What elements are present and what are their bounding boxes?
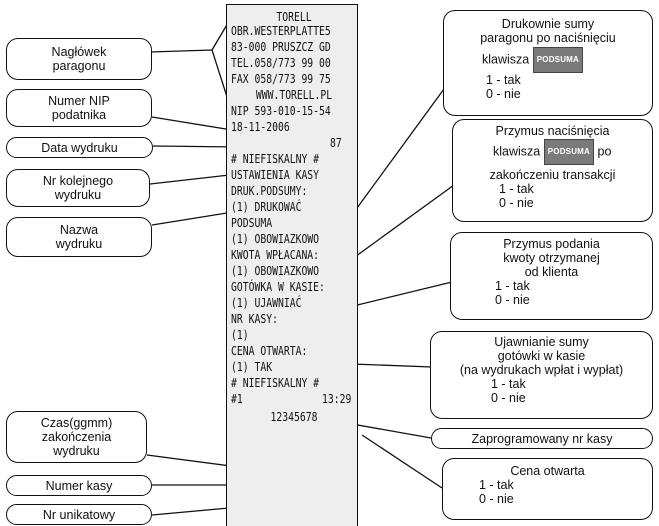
callout-text: Nr unikatowy xyxy=(42,507,116,522)
podsuma-key-icon: PODSUMA xyxy=(532,47,584,73)
callout-text: Przymus podania xyxy=(503,237,600,251)
connector-amount xyxy=(344,281,453,309)
receipt-line: # NIEFISKALNY # xyxy=(231,151,320,166)
callout-option: 1 - tak xyxy=(491,377,526,391)
callout-print-sum: Drukownie sumy paragonu po naciśnięciu k… xyxy=(443,10,653,116)
callout-option: 1 - tak xyxy=(486,73,521,87)
callout-text: Nagłówek xyxy=(51,45,107,59)
callout-text: klawisza xyxy=(493,144,541,159)
callout-text: Numer NIP xyxy=(48,94,110,108)
callout-option: 0 - nie xyxy=(499,196,534,210)
receipt-line: NR KASY: xyxy=(231,311,278,326)
connector-date xyxy=(152,145,241,148)
callout-text: od klienta xyxy=(524,265,579,279)
receipt-line: 87 xyxy=(330,135,342,150)
connector-nip xyxy=(151,116,233,131)
receipt-line: (1) OBOWIAZKOWO xyxy=(231,231,320,246)
callout-amount-received: Przymus podania kwoty otrzymanej od klie… xyxy=(450,232,653,320)
callout-text: wydruku xyxy=(54,188,102,202)
callout-header: Nagłówek paragonu xyxy=(6,38,152,80)
receipt-line: (1) TAK xyxy=(231,359,273,374)
callout-text: Przymus naciśnięcia xyxy=(495,124,610,138)
callout-text: Czas(ggmm) xyxy=(40,416,113,430)
callout-end-time: Czas(ggmm) zakończenia wydruku xyxy=(6,411,147,463)
callout-register-number: Numer kasy xyxy=(6,475,152,496)
receipt-line: 18-11-2006 xyxy=(231,119,290,134)
receipt-line: CENA OTWARTA: xyxy=(231,343,308,358)
callout-print-name: Nazwa wydruku xyxy=(6,217,152,257)
callout-force-sum: Przymus naciśnięcia klawisza PODSUMA po … xyxy=(452,119,653,222)
callout-text: zakończeniu transakcji xyxy=(489,168,616,182)
callout-option: 0 - nie xyxy=(495,293,530,307)
callout-text: wydruku xyxy=(53,444,100,458)
callout-text: Zaprogramowany nr kasy xyxy=(471,431,613,446)
callout-text: paragonu po naciśnięciu xyxy=(480,31,616,45)
receipt-paper xyxy=(226,4,358,526)
callout-text: zakończenia xyxy=(41,430,112,444)
receipt-line: 83-000 PRUSZCZ GD xyxy=(231,39,331,54)
callout-text: Ujawnianie sumy xyxy=(494,335,589,349)
receipt-line: KWOTA WPŁACANA: xyxy=(231,247,320,262)
callout-option: 1 - tak xyxy=(499,182,534,196)
receipt-line: 13:29 xyxy=(322,391,352,406)
receipt-line: (1) UJAWNIAĆ xyxy=(231,295,302,310)
callout-option: 0 - nie xyxy=(479,492,514,506)
callout-text: Cena otwarta xyxy=(510,464,585,478)
receipt-line: NIP 593-010-15-54 xyxy=(231,103,331,118)
receipt-line: GOTÓWKA W KASIE: xyxy=(231,279,325,294)
callout-text: paragonu xyxy=(52,59,106,73)
header-connector xyxy=(149,49,213,53)
callout-option: 1 - tak xyxy=(479,478,514,492)
receipt-line: FAX 058/773 99 75 xyxy=(231,71,331,86)
callout-text: Drukownie sumy xyxy=(501,17,595,31)
callout-nip: Numer NIP podatnika xyxy=(6,89,152,127)
callout-unique-number: Nr unikatowy xyxy=(6,504,152,525)
receipt-line: DRUK.PODSUMY: xyxy=(231,183,308,198)
callout-text: po xyxy=(597,144,612,159)
callout-text: Nazwa xyxy=(59,223,99,237)
receipt-line: WWW.TORELL.PL xyxy=(255,87,333,102)
callout-option: 1 - tak xyxy=(495,279,530,293)
connector-open-price xyxy=(361,434,443,489)
receipt-line: TEL.058/773 99 00 xyxy=(231,55,331,70)
callout-sequence: Nr kolejnego wydruku xyxy=(6,169,150,207)
callout-text: podatnika xyxy=(51,108,107,122)
callout-text: wydruku xyxy=(55,237,103,251)
callout-open-price: Cena otwarta 1 - tak 0 - nie xyxy=(442,458,653,520)
receipt-line: # NIEFISKALNY # xyxy=(231,375,320,390)
podsuma-key-icon: PODSUMA xyxy=(543,139,595,165)
callout-programmed-register-no: Zaprogramowany nr kasy xyxy=(431,428,653,449)
callout-date: Data wydruku xyxy=(6,137,153,158)
callout-text: (na wydrukach wpłat i wypłat) xyxy=(459,363,624,377)
receipt-line: 12345678 xyxy=(270,409,318,424)
receipt-line: (1) xyxy=(231,327,249,342)
callout-cash-in-register: Ujawnianie sumy gotówki w kasie (na wydr… xyxy=(430,331,653,419)
callout-text: Data wydruku xyxy=(41,140,118,155)
receipt-line: (1) OBOWIAZKOWO xyxy=(231,263,320,278)
callout-text: klawisza xyxy=(482,52,530,67)
receipt-line: #1 xyxy=(231,391,243,406)
callout-text: Nr kolejnego xyxy=(42,174,114,188)
callout-option: 0 - nie xyxy=(491,391,526,405)
callout-text: gotówki w kasie xyxy=(497,349,586,363)
callout-text: kwoty otrzymanej xyxy=(503,251,600,265)
receipt-line: PODSUMA xyxy=(231,215,273,230)
receipt-line: USTAWIENIA KASY xyxy=(231,167,320,182)
callout-option: 0 - nie xyxy=(486,87,521,101)
receipt-line: TORELL xyxy=(276,9,312,24)
receipt-line: OBR.WESTERPLATTE5 xyxy=(231,23,331,38)
receipt-line: (1) DRUKOWAĆ xyxy=(231,199,302,214)
callout-text: Numer kasy xyxy=(45,478,113,493)
